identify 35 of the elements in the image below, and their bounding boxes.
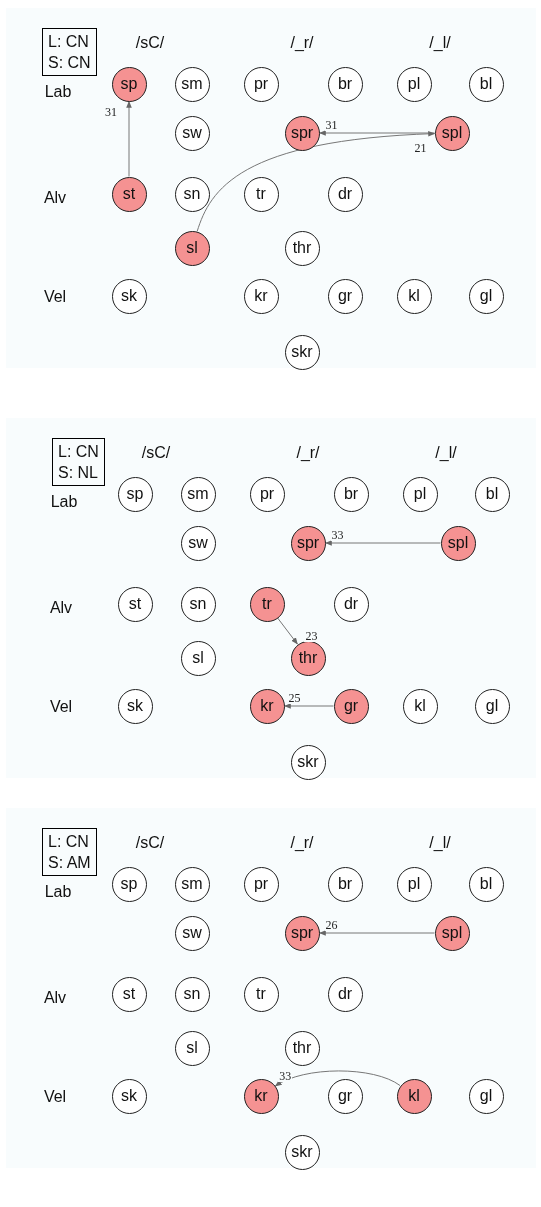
arrow (277, 617, 298, 645)
row-label: Vel (43, 1088, 67, 1106)
row-label: Alv (43, 189, 67, 207)
row-label: Lab (44, 83, 72, 101)
arrow (274, 1070, 401, 1087)
row-label: Vel (49, 698, 73, 716)
row-label: Alv (49, 599, 73, 617)
edge-label: 23 (304, 630, 319, 643)
row-label: Vel (43, 288, 67, 306)
row-label: Alv (43, 989, 67, 1007)
condition-box (42, 828, 97, 876)
arrow (318, 930, 435, 936)
column-header: /sC/ (141, 444, 171, 462)
condition-text: L: CN (58, 442, 99, 462)
condition-text: S: NL (58, 463, 99, 483)
column-header: /sC/ (135, 34, 165, 52)
column-header: /_r/ (290, 834, 314, 852)
column-header: /_r/ (290, 34, 314, 52)
condition-text: S: CN (48, 53, 91, 73)
condition-text: L: CN (48, 832, 90, 852)
condition-text: L: CN (48, 32, 90, 52)
column-header: /_l/ (429, 834, 451, 852)
arrow (126, 100, 132, 177)
column-header: /_l/ (435, 444, 457, 462)
row-label: Lab (50, 493, 78, 511)
column-header: /_l/ (429, 34, 451, 52)
arrow (283, 703, 334, 709)
arrow (196, 131, 436, 232)
condition-text: S: AM (48, 853, 91, 873)
arrow (324, 540, 441, 546)
column-header: /_r/ (296, 444, 320, 462)
condition-box (52, 438, 105, 486)
row-label: Lab (44, 883, 72, 901)
condition-box (42, 28, 97, 76)
column-header: /sC/ (135, 834, 165, 852)
